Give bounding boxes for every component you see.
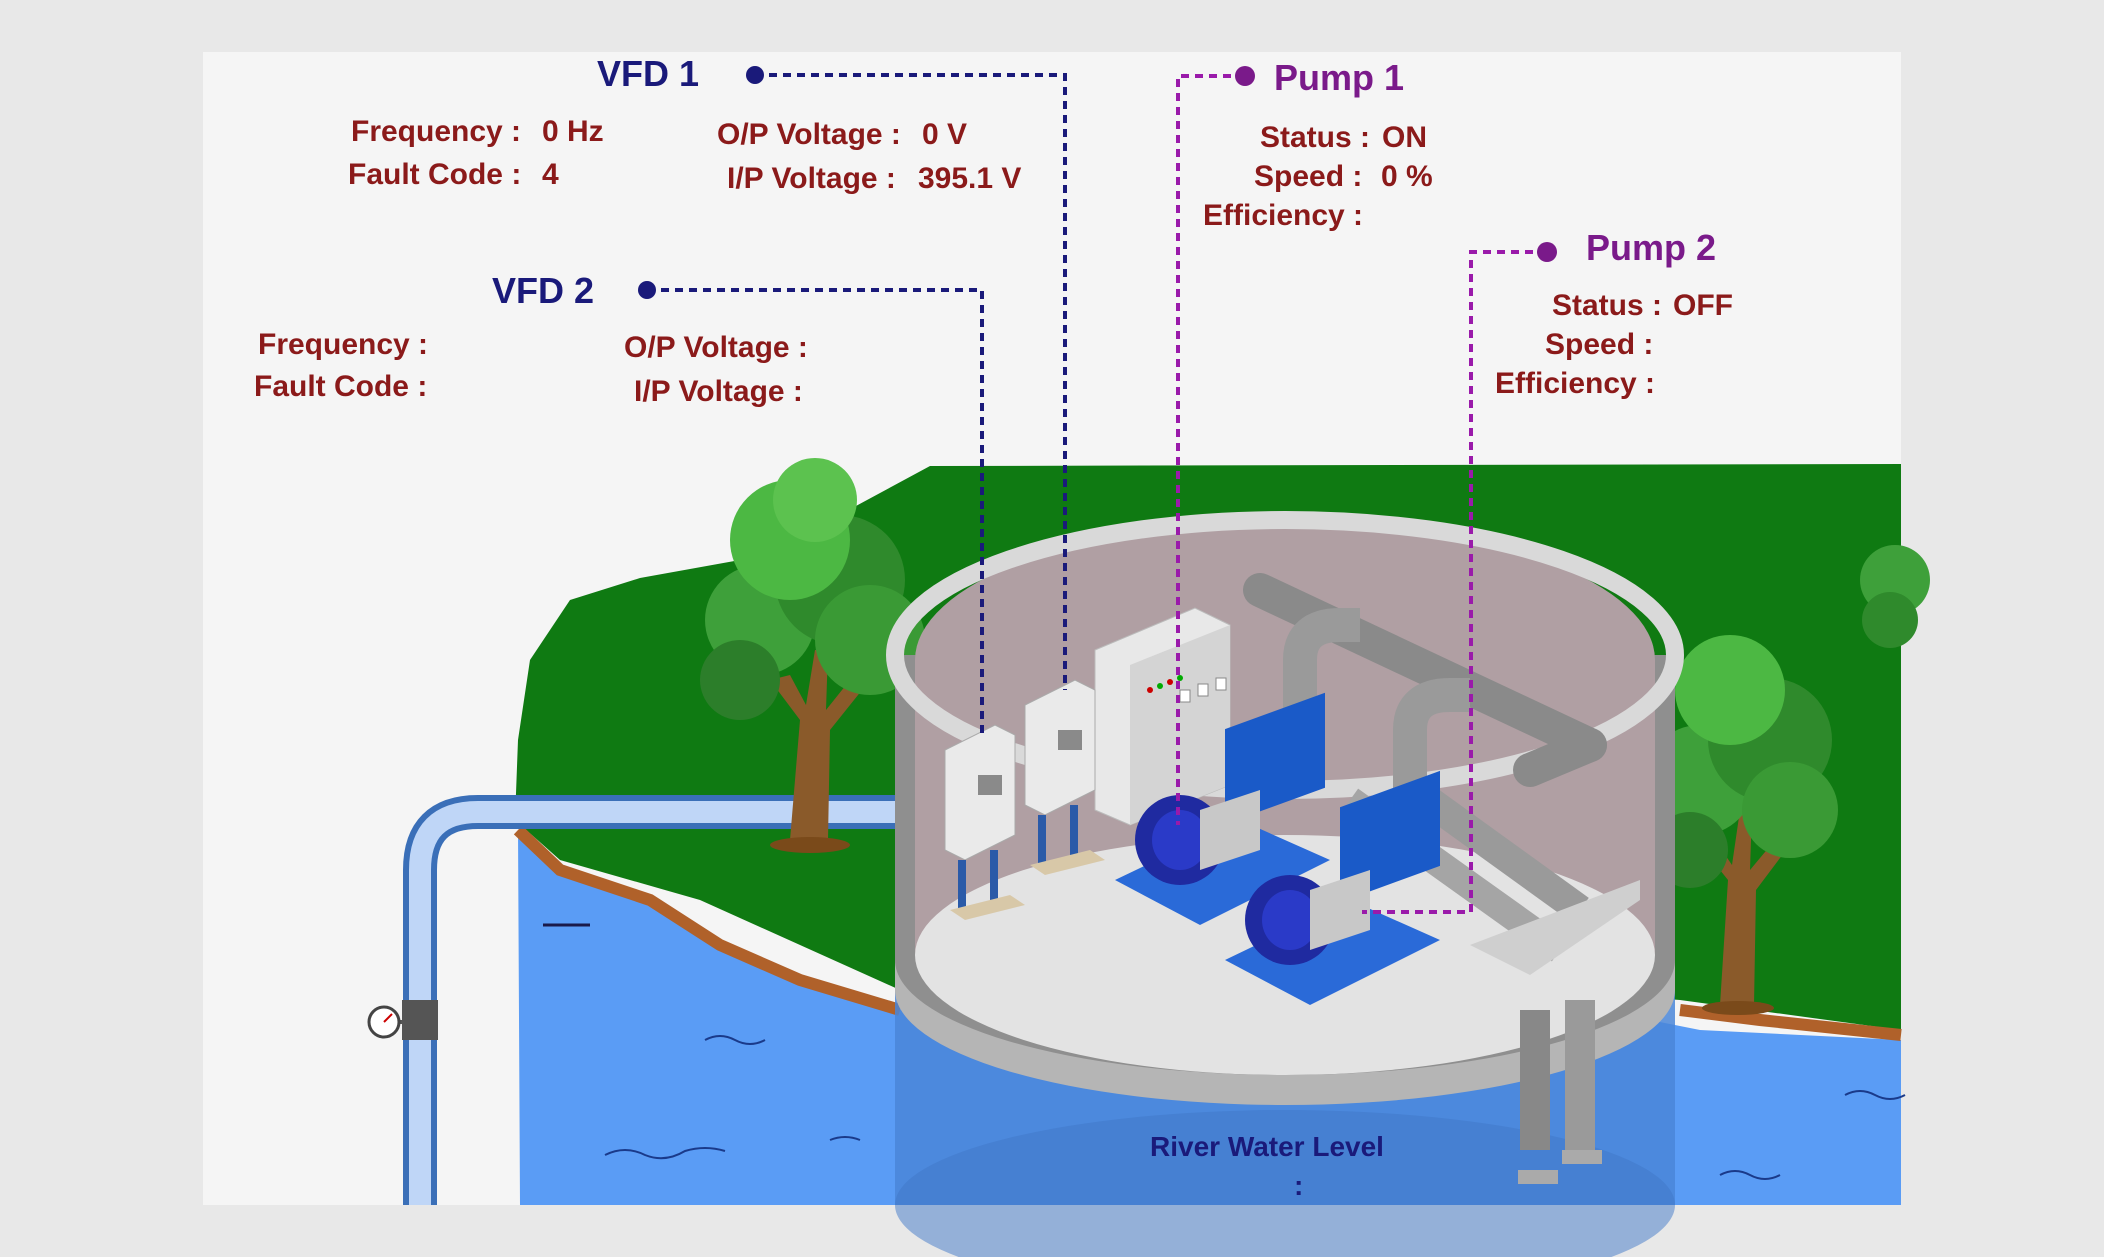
vfd2-op-voltage-label: O/P Voltage : — [624, 331, 808, 364]
pump2-status-value: OFF — [1673, 289, 1733, 322]
water-ripple — [604, 1147, 726, 1160]
vfd2-ip-voltage-label: I/P Voltage : — [634, 375, 803, 408]
vfd2-title: VFD 2 — [492, 270, 594, 311]
river-bank-right — [1679, 1004, 1902, 1041]
vfd1-op-voltage-value: 0 V — [922, 118, 967, 151]
pump2-dot — [1537, 242, 1557, 262]
tree-icon — [1860, 545, 1930, 648]
vfd1-op-voltage-label: O/P Voltage : — [717, 118, 901, 151]
pump1-status-value: ON — [1382, 121, 1427, 154]
vfd-cabinet-icon — [944, 724, 1025, 920]
vfd2-frequency-label: Frequency : — [258, 328, 428, 361]
vfd1-dot — [746, 66, 764, 84]
pump1-speed-value: 0 % — [1381, 160, 1433, 193]
pipe-flange — [402, 1000, 438, 1040]
vfd1-fault-code-value: 4 — [542, 158, 559, 191]
water-ripple — [1719, 1170, 1781, 1180]
pump1-leader — [1176, 74, 1245, 825]
river-bank — [513, 825, 902, 1016]
vfd1-fault-code-label: Fault Code : — [348, 158, 521, 191]
pump2-status-label: Status : — [1552, 289, 1662, 322]
pump2-speed-label: Speed : — [1545, 328, 1653, 361]
pump1-status-label: Status : — [1260, 121, 1370, 154]
vfd-cabinet-icon — [1024, 679, 1105, 875]
intake-pipe-inner — [409, 801, 900, 1205]
vfd2-dot — [638, 281, 656, 299]
water-ripple — [829, 1136, 861, 1141]
pump1-dot — [1235, 66, 1255, 86]
river-water-level-label: River Water Level — [1150, 1131, 1384, 1162]
water-ripple — [1844, 1090, 1906, 1100]
water-ripple — [704, 1035, 766, 1045]
pump2-leader — [1362, 250, 1547, 914]
vfd1-ip-voltage-label: I/P Voltage : — [727, 162, 896, 195]
vfd1-frequency-label: Frequency : — [351, 115, 521, 148]
vfd1-title: VFD 1 — [597, 53, 699, 94]
vfd1-ip-voltage-value: 395.1 V — [918, 162, 1021, 195]
vfd2-fault-code-label: Fault Code : — [254, 370, 427, 403]
pump2-efficiency-label: Efficiency : — [1495, 367, 1655, 400]
pump1-speed-label: Speed : — [1254, 160, 1362, 193]
pump-motor-icon — [1225, 770, 1440, 1005]
vfd2-leader — [647, 288, 984, 735]
pump1-efficiency-label: Efficiency : — [1203, 199, 1363, 232]
vfd1-frequency-value: 0 Hz — [542, 115, 604, 148]
discharge-pipes — [1243, 573, 1640, 975]
pressure-gauge-icon — [367, 1005, 402, 1039]
tree-icon — [700, 458, 925, 853]
pump1-title: Pump 1 — [1274, 57, 1404, 98]
pump2-title: Pump 2 — [1586, 227, 1716, 268]
vfd1-leader — [755, 73, 1067, 690]
pump-motor-icon — [1115, 692, 1330, 925]
river-water-level-value: : — [1294, 1170, 1303, 1201]
